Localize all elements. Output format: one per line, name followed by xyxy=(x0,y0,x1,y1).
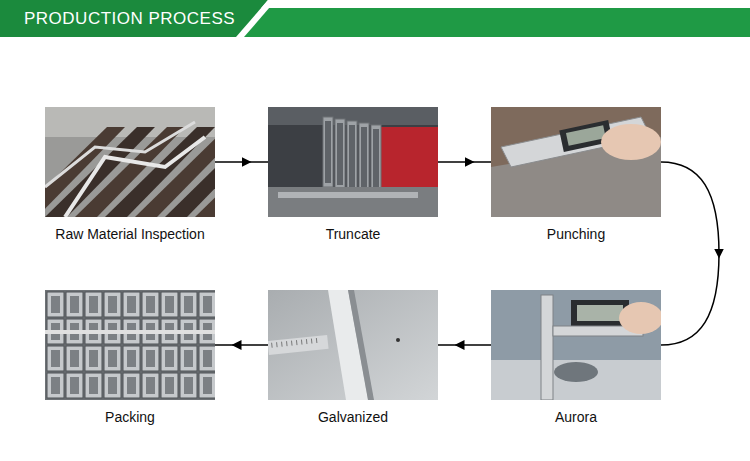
flow-arrow xyxy=(438,161,491,163)
process-step: Packing xyxy=(45,290,215,425)
process-step: Aurora xyxy=(491,290,661,425)
process-step: Raw Material Inspection xyxy=(45,107,215,242)
process-photo xyxy=(268,107,438,217)
step-label: Packing xyxy=(45,409,215,425)
header-tab xyxy=(0,0,268,37)
photo-illustration xyxy=(268,107,438,217)
photo-illustration xyxy=(268,290,438,400)
step-label: Truncate xyxy=(268,226,438,242)
process-photo xyxy=(45,290,215,400)
flow-arrow xyxy=(215,161,268,163)
step-label: Raw Material Inspection xyxy=(45,226,215,242)
process-photo xyxy=(268,290,438,400)
step-label: Aurora xyxy=(491,409,661,425)
flow-arrow xyxy=(215,344,268,346)
photo-illustration xyxy=(491,290,661,400)
step-label: Punching xyxy=(491,226,661,242)
photo-illustration xyxy=(45,290,215,400)
flow-arrow xyxy=(661,162,719,345)
step-label: Galvanized xyxy=(268,409,438,425)
page-title: PRODUCTION PROCESS xyxy=(24,9,235,29)
process-photo xyxy=(491,290,661,400)
photo-illustration xyxy=(491,107,661,217)
process-step: Punching xyxy=(491,107,661,242)
process-step: Truncate xyxy=(268,107,438,242)
photo-illustration xyxy=(45,107,215,217)
flow-arrow xyxy=(438,344,491,346)
process-photo xyxy=(491,107,661,217)
process-photo xyxy=(45,107,215,217)
process-step: Galvanized xyxy=(268,290,438,425)
header-stripe xyxy=(236,0,276,37)
header-gap xyxy=(276,0,750,8)
